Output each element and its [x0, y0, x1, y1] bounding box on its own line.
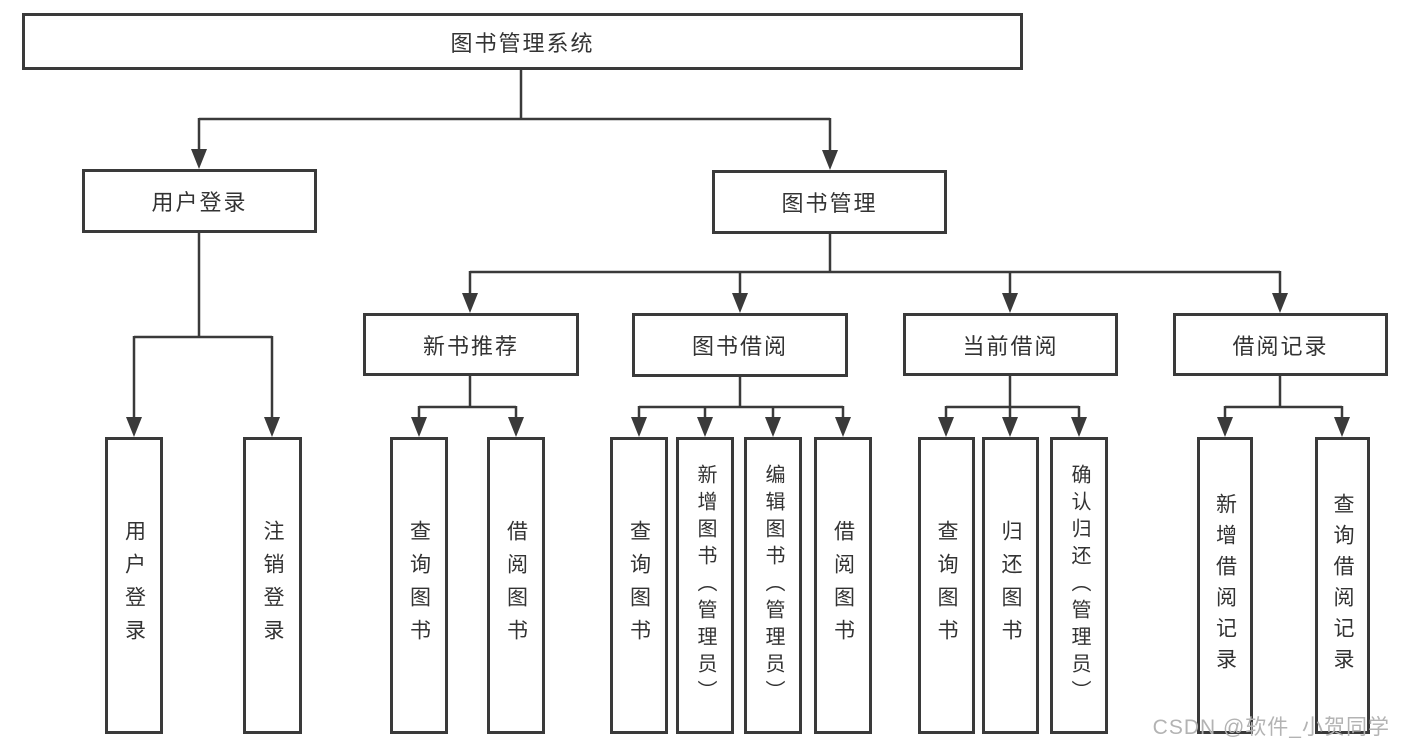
leaf-bb-borrow-books: 借阅图书 — [814, 437, 872, 734]
leaf-bb-query-books-label: 查询图书 — [627, 519, 651, 652]
leaf-br-query-record: 查询借阅记录 — [1315, 437, 1370, 734]
leaf-br-add-record: 新增借阅记录 — [1197, 437, 1253, 734]
leaf-bb-add-books-admin: 新增图书（管理员） — [676, 437, 734, 734]
csdn-watermark: CSDN @软件_小贺同学 — [1152, 716, 1390, 739]
leaf-bb-borrow-books-label: 借阅图书 — [831, 519, 855, 652]
node-borrowing-records-label: 借阅记录 — [1232, 333, 1329, 359]
node-book-borrowing-label: 图书借阅 — [691, 334, 788, 359]
node-current-borrowing: 当前借阅 — [903, 313, 1118, 376]
leaf-nr-query-books: 查询图书 — [390, 437, 448, 734]
leaf-cb-confirm-return-admin-label: 确认归还（管理员） — [1068, 464, 1090, 707]
leaf-logout: 注销登录 — [243, 437, 302, 734]
leaf-bb-query-books: 查询图书 — [610, 437, 668, 734]
leaf-bb-edit-books-admin: 编辑图书（管理员） — [744, 437, 802, 734]
node-book-management: 图书管理 — [712, 170, 947, 234]
node-root: 图书管理系统 — [22, 13, 1023, 70]
leaf-user-login-label: 用户登录 — [122, 519, 146, 652]
leaf-cb-query-books-label: 查询图书 — [935, 519, 958, 652]
leaf-user-login: 用户登录 — [105, 437, 163, 734]
node-user-login: 用户登录 — [82, 169, 317, 233]
leaf-br-add-record-label: 新增借阅记录 — [1213, 492, 1237, 679]
leaf-logout-label: 注销登录 — [261, 519, 284, 652]
leaf-bb-edit-books-admin-label: 编辑图书（管理员） — [762, 464, 784, 707]
node-book-management-label: 图书管理 — [781, 191, 878, 216]
leaf-nr-borrow-books-label: 借阅图书 — [504, 519, 528, 652]
leaf-bb-add-books-admin-label: 新增图书（管理员） — [694, 464, 716, 707]
node-user-login-label: 用户登录 — [151, 190, 248, 215]
leaf-cb-return-books-label: 归还图书 — [999, 519, 1022, 652]
leaf-nr-query-books-label: 查询图书 — [407, 519, 431, 652]
node-borrowing-records: 借阅记录 — [1173, 313, 1388, 376]
node-book-borrowing: 图书借阅 — [632, 313, 848, 377]
leaf-br-query-record-label: 查询借阅记录 — [1331, 492, 1354, 679]
leaf-cb-return-books: 归还图书 — [982, 437, 1039, 734]
node-new-book-recommend: 新书推荐 — [363, 313, 579, 376]
leaf-nr-borrow-books: 借阅图书 — [487, 437, 545, 734]
node-current-borrowing-label: 当前借阅 — [962, 333, 1059, 359]
leaf-cb-query-books: 查询图书 — [918, 437, 975, 734]
node-new-book-recommend-label: 新书推荐 — [422, 333, 519, 359]
node-root-label: 图书管理系统 — [450, 30, 595, 56]
leaf-cb-confirm-return-admin: 确认归还（管理员） — [1050, 437, 1108, 734]
